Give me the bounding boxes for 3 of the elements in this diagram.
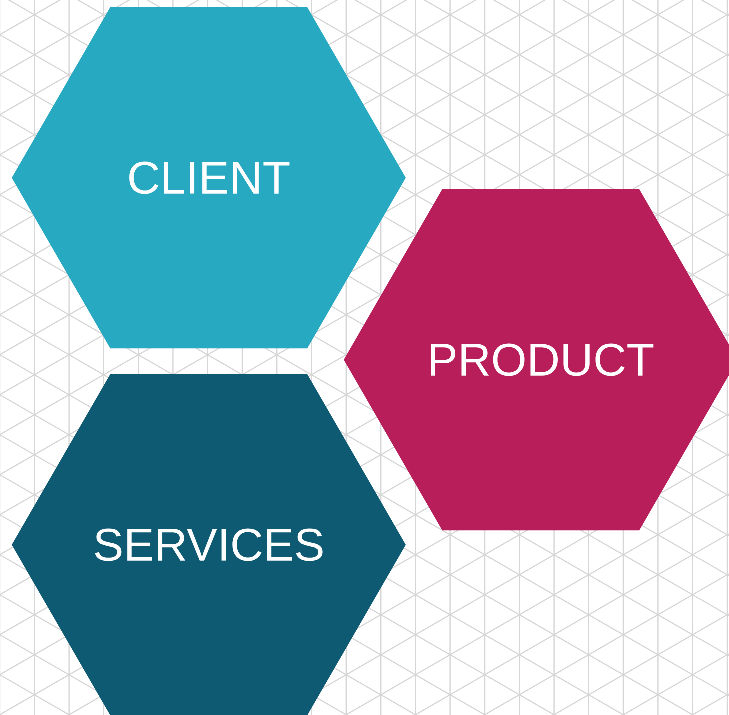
hexagon: PRODUCT: [344, 189, 729, 531]
hexagon: SERVICES: [12, 374, 406, 715]
hexagon: CLIENT: [12, 7, 406, 349]
